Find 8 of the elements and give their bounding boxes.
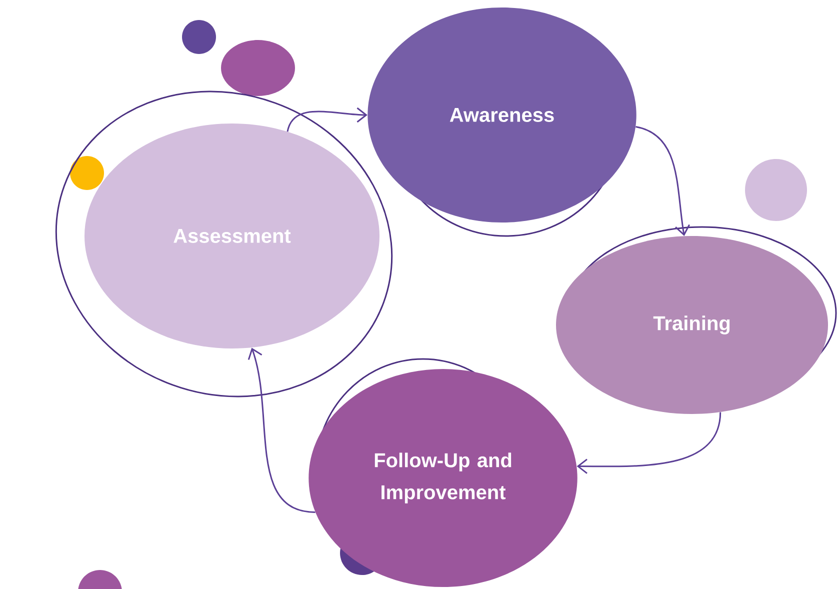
cycle-stage: Awareness — [368, 8, 636, 237]
cycle-stage: Training — [556, 226, 837, 414]
arrow — [636, 126, 690, 236]
cycle-stage: Follow-Up and Improvement — [308, 358, 578, 587]
arrow — [248, 348, 316, 513]
arrow — [286, 107, 368, 132]
arrow — [576, 412, 722, 474]
cycle-stage: Assessment — [56, 90, 392, 398]
